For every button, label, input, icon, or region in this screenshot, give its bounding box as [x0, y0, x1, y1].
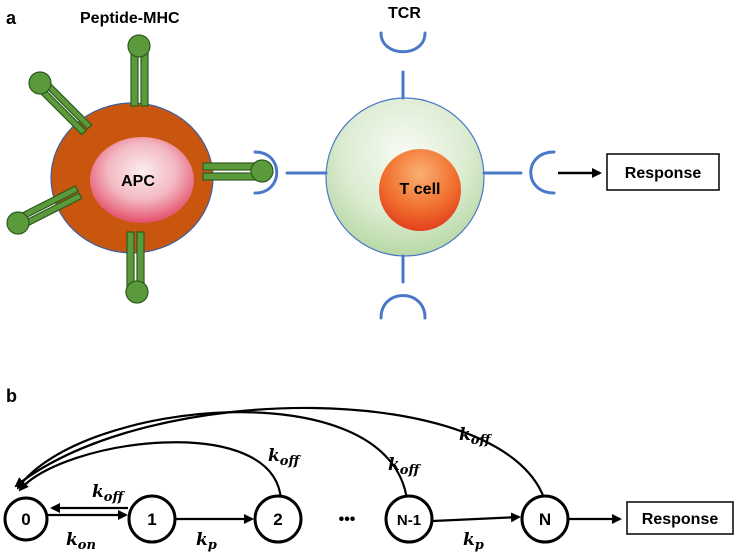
koff-arc-from-n [14, 406, 546, 499]
tcr-top [379, 31, 427, 100]
mhc-right [202, 159, 274, 183]
apc-cell: APC [50, 102, 214, 254]
response-box-a: Response [606, 153, 720, 191]
rate-koff-back: koff [92, 482, 125, 505]
state-node-2 [253, 494, 303, 544]
state-node-0 [3, 496, 49, 542]
state-label-1: 1 [147, 510, 156, 529]
panel-a-label: a [6, 8, 17, 28]
state-node-n [520, 494, 570, 544]
koff-arc-from-n-1 [16, 411, 409, 501]
response-box-b: Response [626, 501, 734, 535]
state-node-1 [127, 494, 177, 544]
tcr-bottom [379, 254, 427, 320]
peptide-mhc-label: Peptide-MHC [80, 10, 180, 27]
tcr-label: TCR [388, 5, 421, 22]
t-cell: T cell [325, 97, 485, 257]
mhc-upper-left [28, 71, 93, 136]
rate-kp-1: kp [196, 530, 217, 553]
kp-arrow-n-1-n [432, 512, 521, 523]
t-cell-label: T cell [400, 181, 441, 198]
state-node-n-1 [384, 494, 434, 544]
state-label-n-1: N-1 [397, 512, 421, 529]
koff-arc-from-2 [18, 441, 283, 501]
tcr-right [482, 150, 556, 195]
rate-koff-n-1: koff [388, 455, 421, 478]
rate-kp-2: kp [463, 530, 484, 553]
tcr-left [253, 150, 328, 195]
t-cell-nucleus [379, 149, 461, 231]
apc-label: APC [121, 173, 155, 190]
rate-koff-2: koff [268, 446, 301, 469]
response-label-b: Response [642, 511, 719, 528]
mhc-top [127, 34, 151, 107]
response-label-a: Response [625, 165, 702, 182]
mhc-lower-left [6, 185, 83, 235]
ellipsis: ••• [339, 511, 356, 528]
state-label-n: N [539, 510, 551, 529]
state-label-0: 0 [21, 510, 30, 529]
apc-nucleus [90, 137, 194, 223]
mhc-bottom [125, 231, 149, 304]
state-label-2: 2 [273, 510, 282, 529]
rate-kon: kon [66, 530, 96, 553]
panel-b-label: b [6, 386, 17, 406]
rate-koff-n: koff [459, 425, 492, 448]
